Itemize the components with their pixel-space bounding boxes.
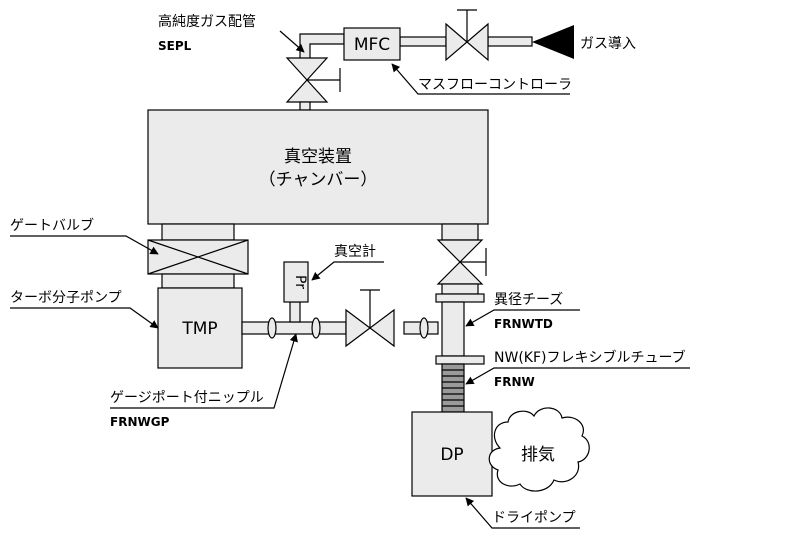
chamber-outlet-valve <box>436 239 487 285</box>
exhaust-cloud: 排気 <box>488 407 590 492</box>
gas-line-leader <box>279 30 305 53</box>
gauge-port <box>289 301 301 323</box>
flexible-tube <box>441 363 465 413</box>
tmp-box: TMP <box>157 287 243 369</box>
reducer-leader <box>465 309 580 327</box>
gauge-symbol: Pr <box>292 275 308 289</box>
dp-box: DP <box>411 411 493 497</box>
vacuum-chamber: 真空装置 （チャンバー） <box>147 109 489 225</box>
reducer-tee <box>435 283 485 365</box>
gate-flange <box>161 223 235 241</box>
mfc-label: MFC <box>354 35 390 55</box>
foreline-valve <box>345 289 395 348</box>
chamber-flange-right <box>441 223 479 241</box>
gas-inlet-label: ガス導入 <box>580 36 636 52</box>
dry-pump-label: ドライポンプ <box>492 510 576 526</box>
tmp-label: TMP <box>181 319 217 339</box>
vacuum-gauge: Pr <box>283 261 309 303</box>
tmp-leader <box>10 307 159 329</box>
mfc-box: MFC <box>343 27 401 61</box>
gas-inlet-valve <box>445 9 489 62</box>
tmp-flange <box>161 273 235 289</box>
gauge-nipple-label: ゲージポート付ニップル <box>110 390 264 406</box>
gas-inlet-arrow <box>532 25 574 59</box>
tmp-desc-label: ターボ分子ポンプ <box>10 290 122 306</box>
chamber-inlet-valve <box>285 57 341 111</box>
gate-valve-label: ゲートバルブ <box>10 217 94 234</box>
gauge-nipple-code: FRNWGP <box>110 415 170 429</box>
gauge-nipple-leader <box>110 333 298 409</box>
exhaust-label: 排気 <box>521 445 555 465</box>
gas-line-code: SEPL <box>158 39 192 53</box>
gauge-leader <box>311 261 384 281</box>
reducer-code: FRNWTD <box>494 317 553 331</box>
chamber-label-1: 真空装置 <box>284 147 352 167</box>
gas-line-label: 高純度ガス配管 <box>158 13 256 30</box>
vacuum-gauge-label: 真空計 <box>334 244 376 260</box>
flex-tube-leader <box>465 367 690 385</box>
dp-label: DP <box>440 445 463 465</box>
gas-line-pipe <box>299 33 533 63</box>
foreline-pipe <box>241 317 439 339</box>
mfc-leader <box>391 63 570 95</box>
flex-tube-label: NW(KF)フレキシブルチューブ <box>494 349 686 366</box>
mfc-desc-label: マスフローコントローラ <box>418 77 572 93</box>
chamber-label-2: （チャンバー） <box>259 170 378 190</box>
dry-pump-leader <box>465 497 580 529</box>
reducer-label: 異径チーズ <box>494 292 563 308</box>
flex-tube-code: FRNW <box>494 375 535 389</box>
gate-valve-leader <box>10 235 159 255</box>
gate-valve <box>147 239 249 275</box>
